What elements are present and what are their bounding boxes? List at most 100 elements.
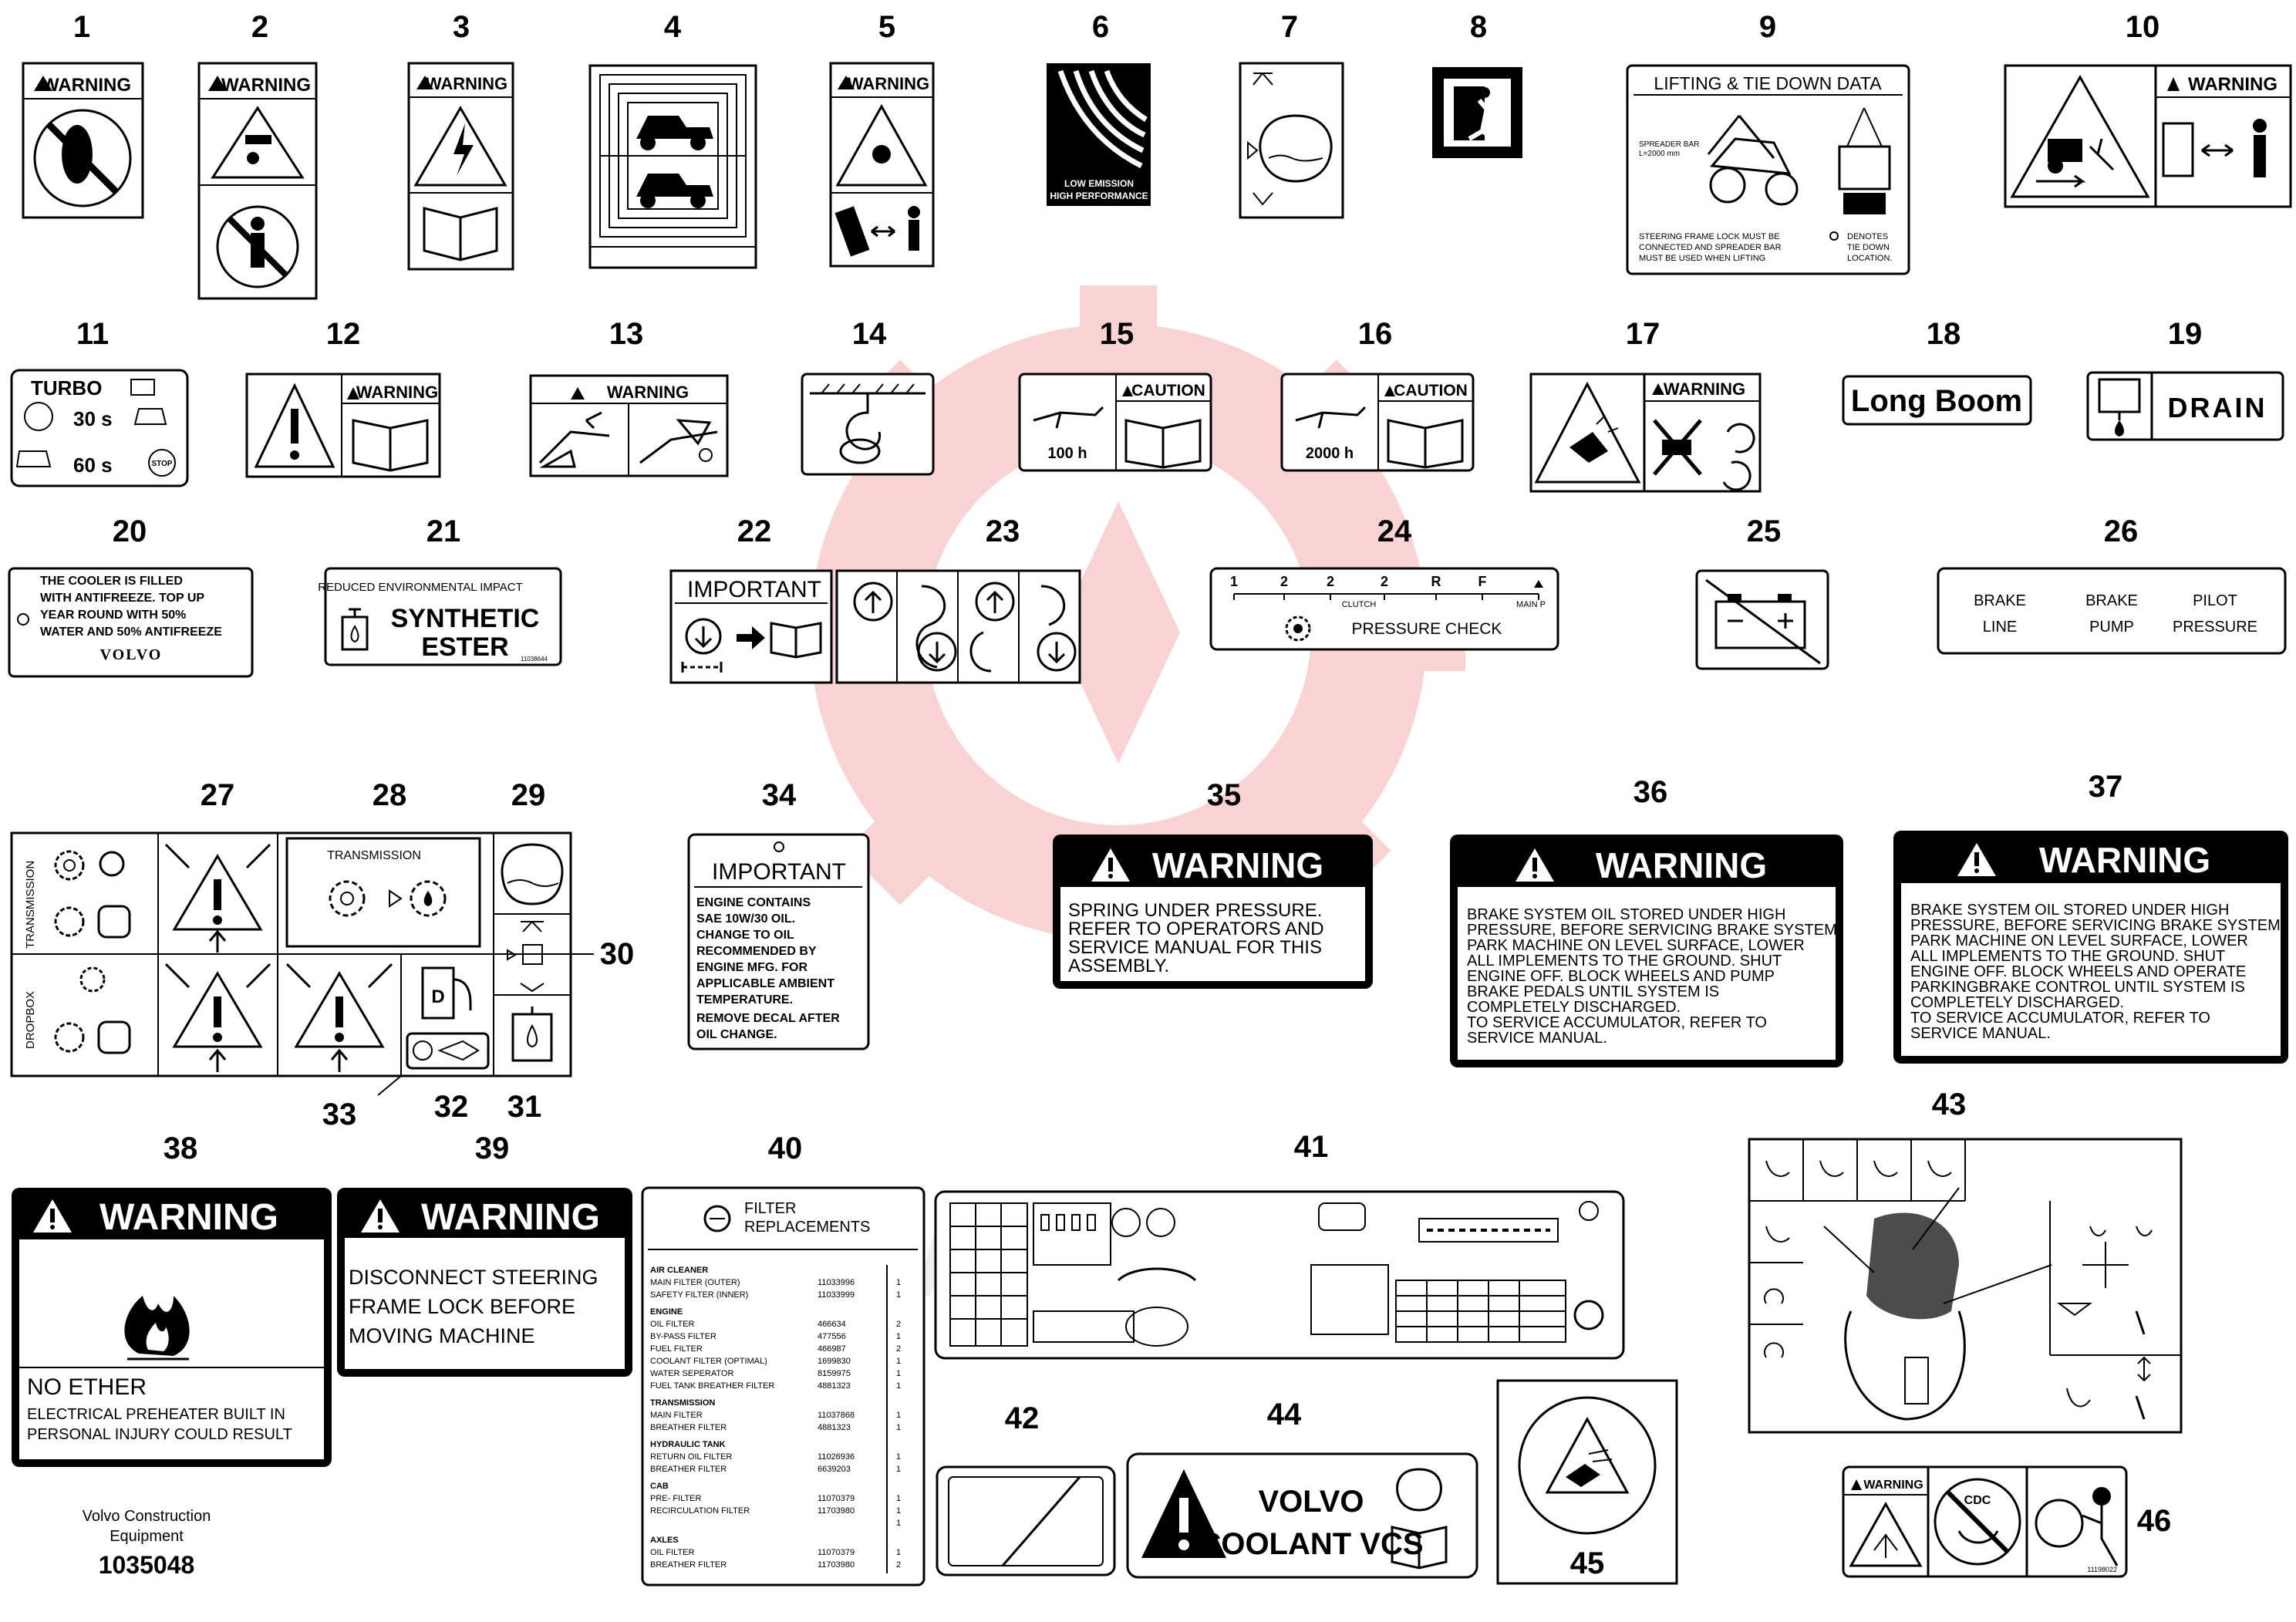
decal-36-warning: WARNING (1596, 845, 1767, 885)
callout-16: 16 (1358, 317, 1393, 351)
decal-46-cdc: CDC (1964, 1494, 1991, 1507)
decal-26-c2b: PUMP (2089, 619, 2134, 636)
decal-2-warning: WARNING (221, 75, 311, 96)
filter-row-qty: 1 (896, 1494, 901, 1503)
rotation-icon (1722, 423, 1755, 491)
filter-row-code: 11070379 (818, 1494, 855, 1503)
warning-point-icon-2 (172, 971, 263, 1048)
filter-row-qty: 2 (896, 1344, 901, 1354)
loader-icon-2 (636, 174, 713, 197)
filter-row-label: FUEL FILTER (650, 1344, 703, 1354)
callout-41: 41 (1294, 1130, 1329, 1164)
ignition-icon (1573, 1300, 1604, 1330)
filter-row-qty: 2 (896, 1320, 901, 1329)
decal-27-transmission: TRANSMISSION (24, 861, 37, 949)
decal-5: WARNING (829, 62, 935, 268)
decal-26-c1a: BRAKE (1974, 592, 2026, 609)
decal-24-main: MAIN P (1516, 600, 1546, 609)
filter-row-qty: 1 (896, 1548, 901, 1557)
manual-book-icon-44 (1391, 1526, 1448, 1570)
filter-row-label: MAIN FILTER (650, 1411, 703, 1420)
decal-9-bar1: SPREADER BAR (1639, 140, 1699, 149)
decal-39: WARNING DISCONNECT STEERING FRAME LOCK B… (337, 1188, 632, 1377)
fan-hazard-icon (835, 103, 928, 187)
filter-row-qty: 1 (896, 1465, 901, 1474)
decal-24-tick-4: 2 (1381, 574, 1388, 589)
decal-12-warning: WARNING (356, 383, 438, 402)
filter-row-label: FUEL TANK BREATHER FILTER (650, 1381, 774, 1391)
callout-28: 28 (373, 778, 407, 812)
filter-row-qty: 1 (896, 1452, 901, 1462)
gear-icon-2 (54, 906, 85, 937)
footer-line1: Volvo Construction (83, 1508, 211, 1525)
decal-26-c2a: BRAKE (2085, 592, 2138, 609)
filter-row-code: 477556 (818, 1332, 846, 1341)
lifting-loader-icon (1707, 115, 1792, 175)
decal-11: TURBO 30 s 60 s STOP (10, 369, 189, 487)
decal-36: WARNING BRAKE SYSTEM OIL STORED UNDER HI… (1450, 835, 1843, 1067)
footer-line2: Equipment (110, 1528, 184, 1545)
decal-9: LIFTING & TIE DOWN DATA SPREADER BAR L=2… (1626, 64, 1910, 275)
callout-22: 22 (737, 514, 772, 548)
callout-3: 3 (453, 10, 470, 44)
decal-45 (1496, 1379, 1678, 1585)
callout-43: 43 (1932, 1088, 1967, 1121)
decal-11-stop: STOP (151, 460, 172, 468)
decal-7 (1239, 62, 1344, 219)
decal-44-l2: COOLANT VCS (1199, 1527, 1423, 1561)
general-warning-icon (254, 383, 335, 468)
filter-section-head: ENGINE (650, 1307, 683, 1317)
filter-icon-32 (413, 1040, 433, 1061)
decal-8 (1432, 67, 1522, 158)
decal-38-head: NO ETHER (27, 1374, 147, 1400)
decal-34-line1: ENGINE CONTAINS (696, 896, 811, 909)
filter-row-label: RETURN OIL FILTER (650, 1452, 732, 1462)
callout-31: 31 (507, 1090, 542, 1124)
decal-35-line3: SERVICE MANUAL FOR THIS (1068, 937, 1322, 958)
decal-37-line4: ALL IMPLEMENTS TO THE GROUND. SHUT (1910, 948, 2225, 965)
decal-6-line1: LOW EMISSION (1064, 178, 1134, 189)
filter-row-code: 11033996 (818, 1278, 855, 1287)
decal-39-line1: DISCONNECT STEERING (349, 1266, 598, 1289)
callout-44: 44 (1267, 1398, 1302, 1431)
decal-39-line3: MOVING MACHINE (349, 1324, 535, 1347)
hazard-icon-46 (1849, 1501, 1923, 1567)
person-icon (908, 206, 920, 218)
decal-36-line4: ALL IMPLEMENTS TO THE GROUND. SHUT (1467, 953, 1782, 969)
filter-row-code: 8159975 (818, 1369, 851, 1378)
decal-16-caution: CAUTION (1394, 382, 1468, 400)
decal-43 (1748, 1138, 2183, 1434)
decal-34-remove1: REMOVE DECAL AFTER (696, 1012, 840, 1025)
decal-23 (835, 569, 1081, 684)
raise-button-icon-2 (975, 582, 1015, 622)
filter-row-label: PRE- FILTER (650, 1494, 701, 1503)
filter-row-qty: 1 (896, 1369, 901, 1378)
decal-15-caution: CAUTION (1131, 382, 1205, 400)
decal-10: WARNING (2004, 64, 2292, 208)
decal-9-note2: CONNECTED AND SPREADER BAR (1639, 243, 1782, 252)
filter-row-qty: 1 (896, 1519, 901, 1528)
filter-row-code: 11070379 (818, 1548, 855, 1557)
callout-17: 17 (1626, 317, 1660, 351)
callout-38: 38 (164, 1131, 198, 1165)
decal-26-c3a: PILOT (2193, 592, 2237, 609)
fuel-pump-icon (421, 966, 455, 1020)
decal-44-l1: VOLVO (1258, 1485, 1364, 1519)
filter-row-code: 4881323 (818, 1381, 851, 1391)
gear-icon-3 (79, 966, 106, 993)
callout-11: 11 (76, 317, 109, 351)
callout-39: 39 (475, 1131, 510, 1165)
callout-10: 10 (2126, 10, 2160, 44)
decal-18-text: Long Boom (1851, 384, 2022, 418)
filter-section-head: TRANSMISSION (650, 1398, 715, 1408)
decal-46-warning: WARNING (1863, 1479, 1923, 1492)
diagonal-slash (1001, 1476, 1081, 1566)
callout-20: 20 (113, 514, 147, 548)
callout-35: 35 (1207, 778, 1242, 812)
filter-row-qty: 1 (896, 1290, 901, 1300)
decal-37-line6: PARKINGBRAKE CONTROL UNTIL SYSTEM IS (1910, 979, 2245, 996)
callout-34: 34 (762, 778, 797, 812)
